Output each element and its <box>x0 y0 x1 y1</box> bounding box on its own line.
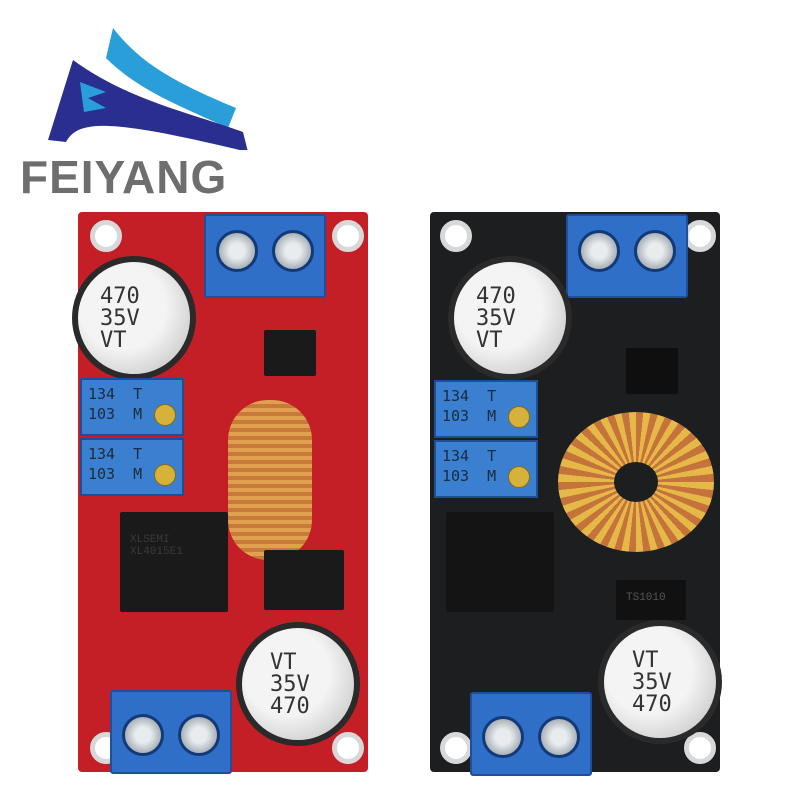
screw-icon <box>216 230 258 272</box>
mount-hole <box>440 732 472 764</box>
screw-icon <box>578 230 620 272</box>
adjust-screw-icon <box>508 406 530 428</box>
capacitor-bottom: VT 35V 470 <box>598 620 722 744</box>
brand-name: FEIYANG <box>20 151 228 203</box>
input-terminal-block <box>566 214 688 298</box>
adjust-screw-icon <box>508 466 530 488</box>
potentiometer-1: 134 T 103 M <box>80 378 184 436</box>
potentiometer-1: 134 T 103 M <box>434 380 538 438</box>
mount-hole <box>684 732 716 764</box>
regulator-chip <box>446 512 554 612</box>
screw-icon <box>634 230 676 272</box>
screw-icon <box>482 716 524 758</box>
screw-icon <box>538 716 580 758</box>
adjust-screw-icon <box>154 464 176 486</box>
capacitor-top: 470 35V VT <box>72 256 196 380</box>
output-terminal-block <box>110 690 232 774</box>
screw-icon <box>178 714 220 756</box>
potentiometer-2: 134 T 103 M <box>80 438 184 496</box>
capacitor-bottom: VT 35V 470 <box>236 622 360 746</box>
mount-hole <box>332 220 364 252</box>
brand-logo <box>18 20 248 152</box>
schottky-diode <box>264 550 344 610</box>
red-pcb-board: 470 35V VT 134 T 103 M 134 T 103 M XLSEM… <box>72 212 368 774</box>
output-terminal-block <box>470 692 592 776</box>
mount-hole <box>332 732 364 764</box>
input-terminal-block <box>204 214 326 298</box>
mount-hole <box>440 220 472 252</box>
potentiometer-2: 134 T 103 M <box>434 440 538 498</box>
flag-logo-icon <box>48 28 248 152</box>
mount-hole <box>90 220 122 252</box>
inductor-toroid <box>228 400 312 560</box>
inductor-toroid <box>558 412 714 552</box>
black-pcb-board: 470 35V VT 134 T 103 M 134 T 103 M TS101… <box>430 212 722 776</box>
mount-hole <box>684 220 716 252</box>
toroid-center <box>614 462 658 502</box>
adjust-screw-icon <box>154 404 176 426</box>
regulator-chip: XLSEMI XL4015E1 <box>120 512 228 612</box>
schottky-diode: TS1010 <box>616 580 686 620</box>
control-ic <box>626 348 678 394</box>
screw-icon <box>122 714 164 756</box>
control-ic <box>264 330 316 376</box>
capacitor-top: 470 35V VT <box>448 256 572 380</box>
screw-icon <box>272 230 314 272</box>
